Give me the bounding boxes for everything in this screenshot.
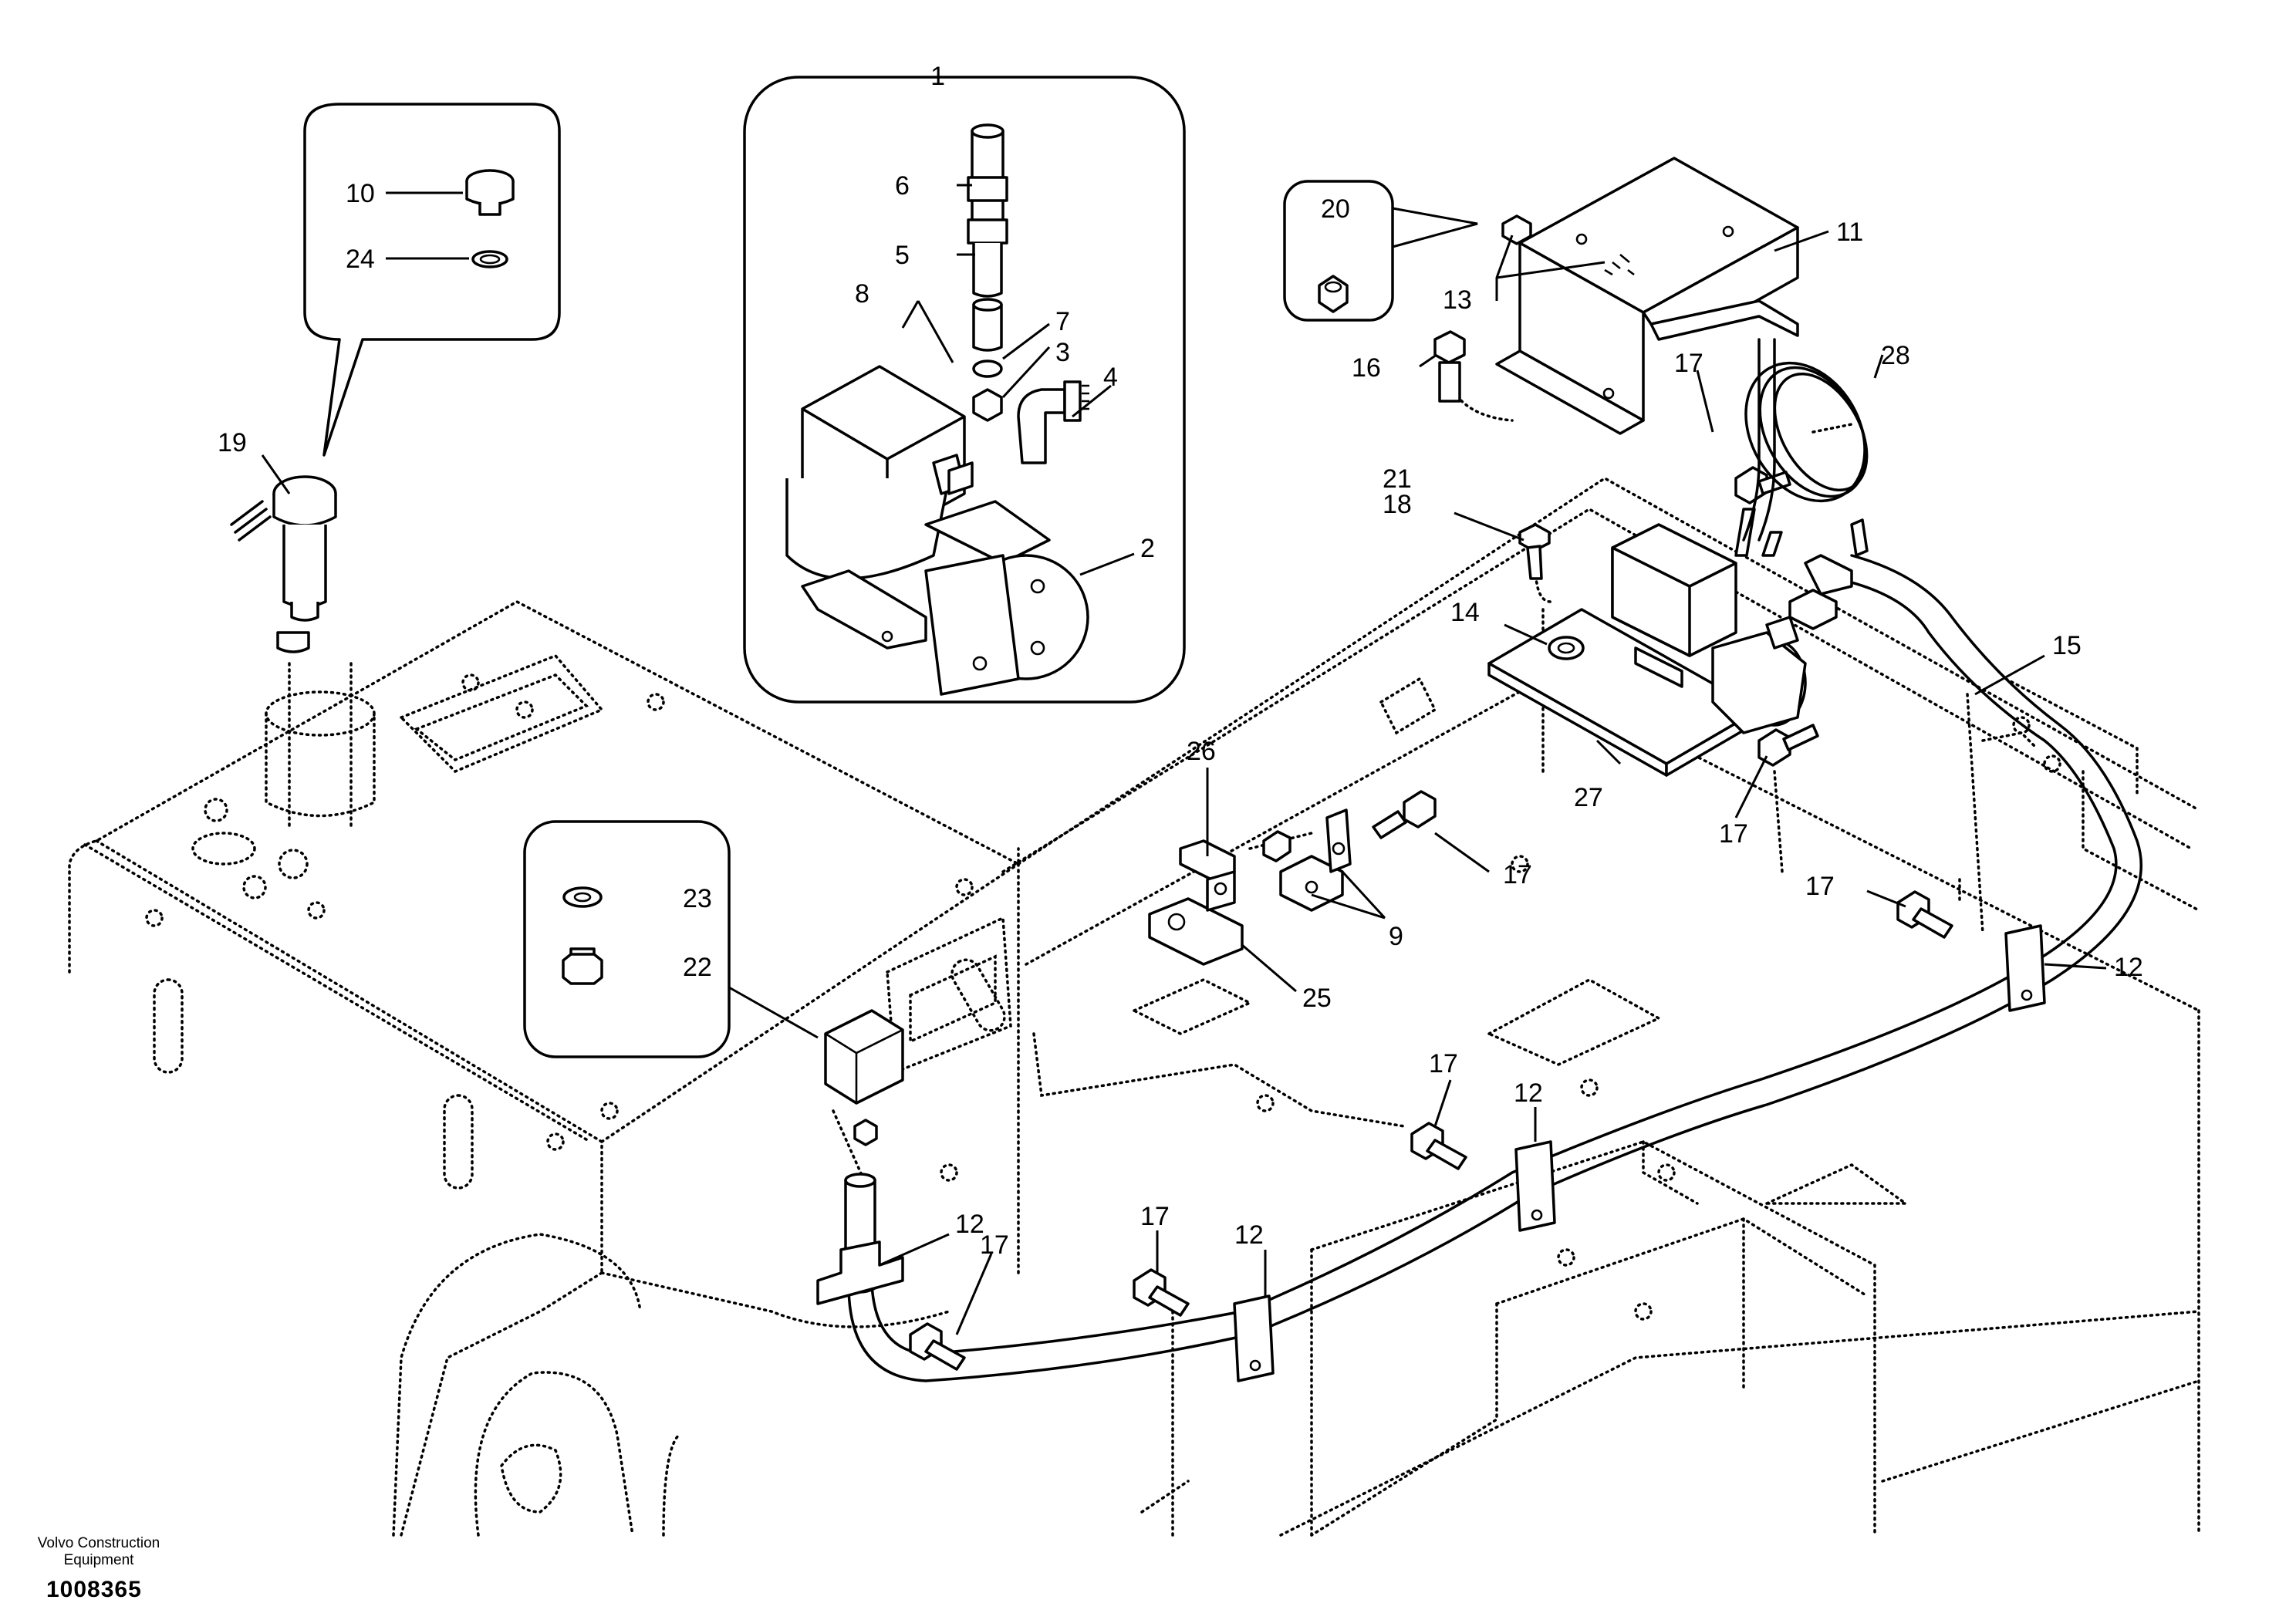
callout-17-bracket: 17	[1503, 860, 1532, 889]
callout-5: 5	[895, 241, 910, 270]
callout-6: 6	[895, 171, 910, 201]
bolts	[909, 330, 1953, 1371]
callout-19: 19	[218, 428, 247, 457]
nut-13	[1501, 214, 1635, 276]
callout-2: 2	[1140, 534, 1155, 563]
bolt-17-e	[1372, 790, 1437, 839]
callout-12-mid: 12	[1514, 1078, 1543, 1108]
callout-27: 27	[1574, 783, 1603, 812]
cover-bracket	[1495, 157, 1799, 435]
callout-17-left: 17	[980, 1230, 1009, 1260]
callout-17-pump: 17	[1719, 819, 1748, 849]
callout-box-1	[743, 76, 1186, 704]
bolt-18	[1518, 523, 1551, 580]
callout-1: 1	[930, 62, 945, 91]
callout-12-right: 12	[2114, 953, 2143, 982]
bolt-16	[1433, 330, 1466, 403]
bolt-17-g	[1757, 724, 1819, 767]
brand-line-2: Equipment	[63, 1552, 134, 1568]
callout-3: 3	[1055, 338, 1070, 367]
callout-17-right: 17	[1805, 872, 1835, 901]
callout-20: 20	[1321, 194, 1350, 224]
callout-15: 15	[2052, 631, 2082, 660]
callout-box-10-24	[303, 103, 561, 457]
callout-labels: 1 6 5 8 7 3 4 2 10 24 19 20 11 13 16 17 …	[218, 62, 2143, 1260]
callout-23: 23	[683, 884, 712, 913]
bolt-17-c	[1410, 1122, 1467, 1170]
callout-10: 10	[346, 179, 375, 208]
coiled-hose	[1742, 338, 1869, 557]
callout-12-left: 12	[955, 1210, 984, 1239]
callout-9: 9	[1389, 922, 1403, 951]
callout-17-top: 17	[1674, 349, 1703, 378]
callout-17-lower: 17	[1140, 1202, 1170, 1231]
callout-16: 16	[1352, 353, 1381, 383]
level-sensor-19	[230, 475, 337, 653]
hose-assembly	[844, 554, 2143, 1382]
bolt-17-b	[1133, 1268, 1190, 1317]
brackets	[1148, 808, 1352, 966]
callout-26: 26	[1187, 737, 1216, 766]
bolt-17-d	[1896, 890, 1953, 939]
brand-line-1: Volvo Construction	[37, 1535, 160, 1551]
callout-box-20	[1283, 180, 1478, 322]
drawing-number: 1008365	[46, 1577, 142, 1602]
callout-18: 18	[1383, 490, 1412, 519]
machine-frame	[68, 384, 2200, 1537]
leader-lines	[261, 76, 2107, 1335]
callout-14: 14	[1450, 598, 1480, 627]
callout-17-mid: 17	[1429, 1049, 1458, 1078]
callout-25: 25	[1302, 984, 1332, 1013]
callout-22: 22	[683, 953, 712, 982]
bolt-17-a	[909, 1322, 966, 1371]
callout-13: 13	[1443, 285, 1472, 315]
callout-8: 8	[855, 279, 869, 309]
callout-12-lower: 12	[1234, 1220, 1264, 1250]
callout-4: 4	[1103, 363, 1118, 392]
callout-11: 11	[1836, 218, 1863, 247]
callout-28: 28	[1881, 341, 1910, 370]
callout-21: 21	[1383, 464, 1412, 494]
callout-24: 24	[346, 245, 375, 274]
block-22-installed	[824, 1009, 904, 1146]
callout-box-22-23	[523, 820, 819, 1058]
installed-pump	[1487, 508, 1853, 777]
callout-7: 7	[1055, 307, 1070, 336]
